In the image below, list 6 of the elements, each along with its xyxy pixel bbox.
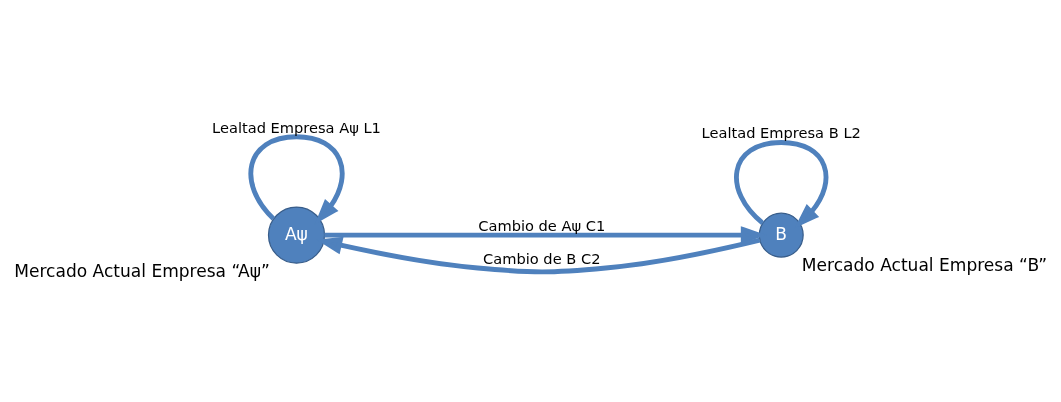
edge-label: Cambio de Aψ C1 [478, 216, 606, 234]
edge-label: Lealtad Empresa Aψ L1 [212, 118, 381, 136]
node-label: Mercado Actual Empresa “B” [801, 254, 1047, 275]
node-label: Mercado Actual Empresa “Aψ” [14, 260, 270, 281]
edge-label: Cambio de B C2 [483, 249, 601, 267]
edge-label: Lealtad Empresa B L2 [701, 124, 861, 142]
